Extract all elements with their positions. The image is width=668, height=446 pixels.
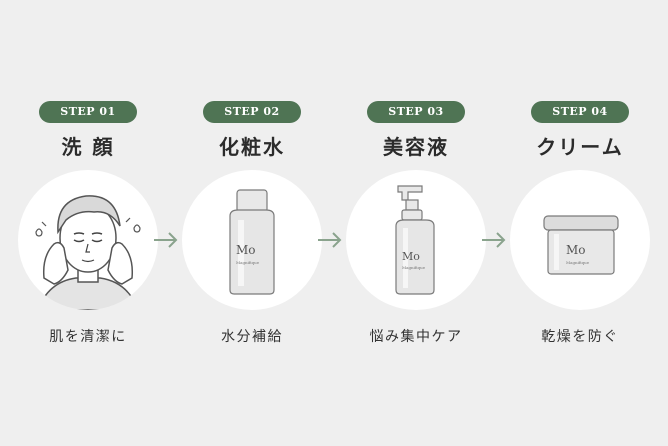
step-badge: STEP 03 [367, 101, 465, 123]
cream-jar-icon: Mo Magnifique [543, 215, 619, 275]
brand-initials: Mo [402, 250, 420, 263]
brand-sub: Magnifique [566, 260, 590, 265]
step-badge: STEP 04 [531, 101, 629, 123]
serum-pump-bottle-icon: Mo Magnifique [395, 185, 435, 295]
step-1: STEP 01 洗 顔 [13, 100, 163, 345]
step-caption: 悩み集中ケア [369, 329, 463, 345]
step-title: 美容液 [383, 135, 449, 159]
face-washing-icon [35, 195, 141, 310]
step-illustration: Mo Magnifique [510, 170, 650, 310]
step-illustration: Mo Magnifique [182, 170, 322, 310]
step-4: STEP 04 クリーム Mo Magnifique 乾燥を防ぐ [505, 100, 655, 345]
step-2: STEP 02 化粧水 Mo Magnifique 水分補給 [177, 100, 327, 345]
step-illustration [18, 170, 158, 310]
brand-sub: Magnifique [402, 265, 426, 270]
arrow-right-icon [154, 232, 178, 248]
step-caption: 肌を清潔に [49, 329, 127, 345]
step-caption: 乾燥を防ぐ [541, 329, 619, 345]
step-title: クリーム [536, 135, 624, 159]
step-illustration: Mo Magnifique [346, 170, 486, 310]
arrow-right-icon [318, 232, 342, 248]
arrow-right-icon [482, 232, 506, 248]
brand-initials: Mo [566, 243, 586, 257]
lotion-bottle-icon: Mo Magnifique [229, 189, 275, 295]
step-title: 化粧水 [219, 135, 285, 159]
brand-initials: Mo [236, 243, 256, 257]
step-title: 洗 顔 [61, 135, 115, 159]
step-badge: STEP 02 [203, 101, 301, 123]
step-badge: STEP 01 [39, 101, 137, 123]
step-caption: 水分補給 [221, 329, 283, 345]
step-3: STEP 03 美容液 Mo Magnifique 悩み集中ケア [341, 100, 491, 345]
brand-sub: Magnifique [236, 260, 260, 265]
